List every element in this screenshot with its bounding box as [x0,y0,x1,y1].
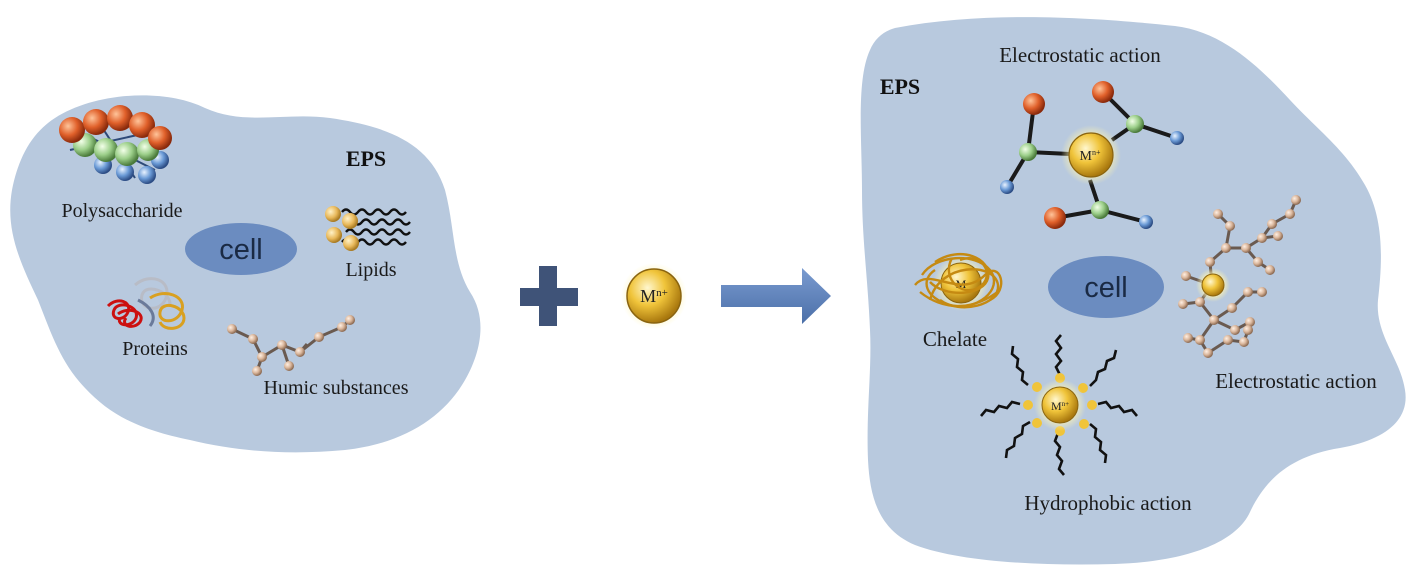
electrostatic-complex-icon: Mn+ [1000,81,1184,229]
metal-ion-label: Mn+ [640,286,668,306]
chelate-icon: M [914,252,1003,311]
electrostatic-right-label: Electrostatic action [1215,369,1377,393]
electrostatic-humic-icon [1178,195,1301,358]
right-eps-label: EPS [880,74,920,99]
right-cell [1048,256,1164,318]
proteins-label: Proteins [122,338,188,360]
proteins-icon [106,277,186,330]
hydrophobic-label: Hydrophobic action [1024,491,1192,515]
right-arrow-icon [721,268,831,324]
polysaccharide-icon [59,105,172,184]
right-eps-panel: EPS cell Electrostatic action [860,17,1406,565]
left-eps-label: EPS [346,146,386,171]
hydrophobic-micelle-icon: Mn+ [980,334,1138,476]
left-cell-label: cell [219,234,263,266]
humic-substances-icon [227,315,355,376]
chelate-label: Chelate [923,327,987,351]
humic-substances-label: Humic substances [264,377,409,399]
plus-icon [520,266,578,326]
lipids-icon [325,206,411,251]
left-cell [185,223,297,275]
metal-ion-icon: Mn+ [621,263,687,329]
electrostatic-ion-label: Mn+ [1080,148,1101,164]
polysaccharide-label: Polysaccharide [61,200,182,222]
lipids-label: Lipids [345,259,396,281]
hydrophobic-ion-label: Mn+ [1051,399,1069,413]
right-cell-label: cell [1084,272,1128,304]
left-eps-panel: cell EPS Polysaccharide [10,95,481,453]
electrostatic-top-label: Electrostatic action [999,43,1161,67]
